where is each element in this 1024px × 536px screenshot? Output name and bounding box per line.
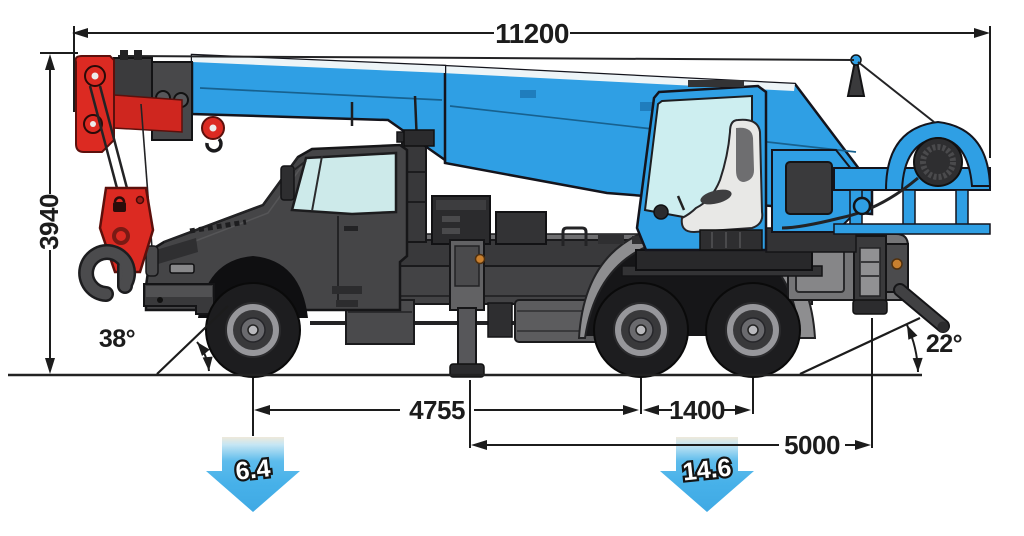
wheel-rear bbox=[705, 282, 801, 378]
hood-vents bbox=[189, 219, 247, 234]
wheel-middle bbox=[593, 282, 689, 378]
side-mirror bbox=[280, 165, 295, 201]
control-lever bbox=[676, 195, 686, 211]
slew-ring bbox=[635, 249, 813, 271]
dim-overall-height bbox=[40, 52, 78, 374]
cylinder-bracket bbox=[403, 129, 435, 147]
hoist-rope bbox=[117, 55, 855, 61]
seat-base bbox=[699, 229, 763, 251]
cab-window bbox=[290, 151, 398, 216]
armrest bbox=[700, 189, 732, 205]
wheel-front bbox=[205, 282, 301, 378]
headlight bbox=[169, 263, 195, 274]
hook-block bbox=[78, 186, 155, 302]
overall-length-value: 11200 bbox=[495, 18, 569, 49]
front-outrigger bbox=[449, 239, 486, 378]
limit-weight bbox=[145, 245, 159, 277]
mast bbox=[846, 55, 866, 97]
winch-cable bbox=[781, 176, 919, 230]
angle-departure-mark bbox=[799, 317, 923, 375]
load-arrow-rear: 14.6 bbox=[660, 437, 754, 512]
air-tank-box bbox=[495, 211, 547, 245]
load-arrow-front: 6.4 bbox=[206, 437, 300, 512]
wheelbase-value: 4755 bbox=[409, 395, 465, 425]
rear-platform bbox=[833, 167, 991, 191]
dimension-lines bbox=[40, 26, 991, 450]
boom-head bbox=[74, 50, 225, 277]
grab-rail bbox=[561, 226, 588, 246]
door-handle bbox=[344, 226, 358, 231]
dim-bogie-spacing bbox=[643, 378, 754, 415]
rear-axle-load-label: 14.6 bbox=[681, 454, 732, 487]
overall-height-value: 3940 bbox=[34, 194, 64, 250]
deck-equipment bbox=[431, 195, 680, 246]
padlock-icon bbox=[113, 202, 126, 212]
dim-wheelbase bbox=[252, 378, 642, 436]
truck-cab bbox=[143, 143, 409, 318]
boom-pivot-pin bbox=[852, 196, 872, 216]
equipment-panel bbox=[785, 161, 833, 215]
outrigger-base-value: 5000 bbox=[784, 430, 840, 460]
dim-overall-length bbox=[72, 26, 991, 158]
front-axle-load-label: 6.4 bbox=[234, 454, 272, 485]
roof-hatch bbox=[688, 80, 744, 87]
approach-angle-value: 38° bbox=[99, 325, 135, 353]
truck-crane bbox=[74, 50, 992, 378]
cab-step bbox=[332, 286, 362, 294]
crane-cab bbox=[635, 80, 768, 252]
angle-approach-mark bbox=[156, 305, 229, 375]
hydraulic-cap bbox=[474, 253, 486, 265]
superstructure bbox=[117, 54, 992, 277]
tow-bar bbox=[895, 285, 948, 331]
bogie-spacing-value: 1400 bbox=[669, 395, 725, 425]
headrest bbox=[736, 127, 754, 182]
departure-angle-value: 22° bbox=[926, 330, 962, 358]
hoist-lines bbox=[88, 85, 120, 193]
grille bbox=[156, 238, 198, 264]
